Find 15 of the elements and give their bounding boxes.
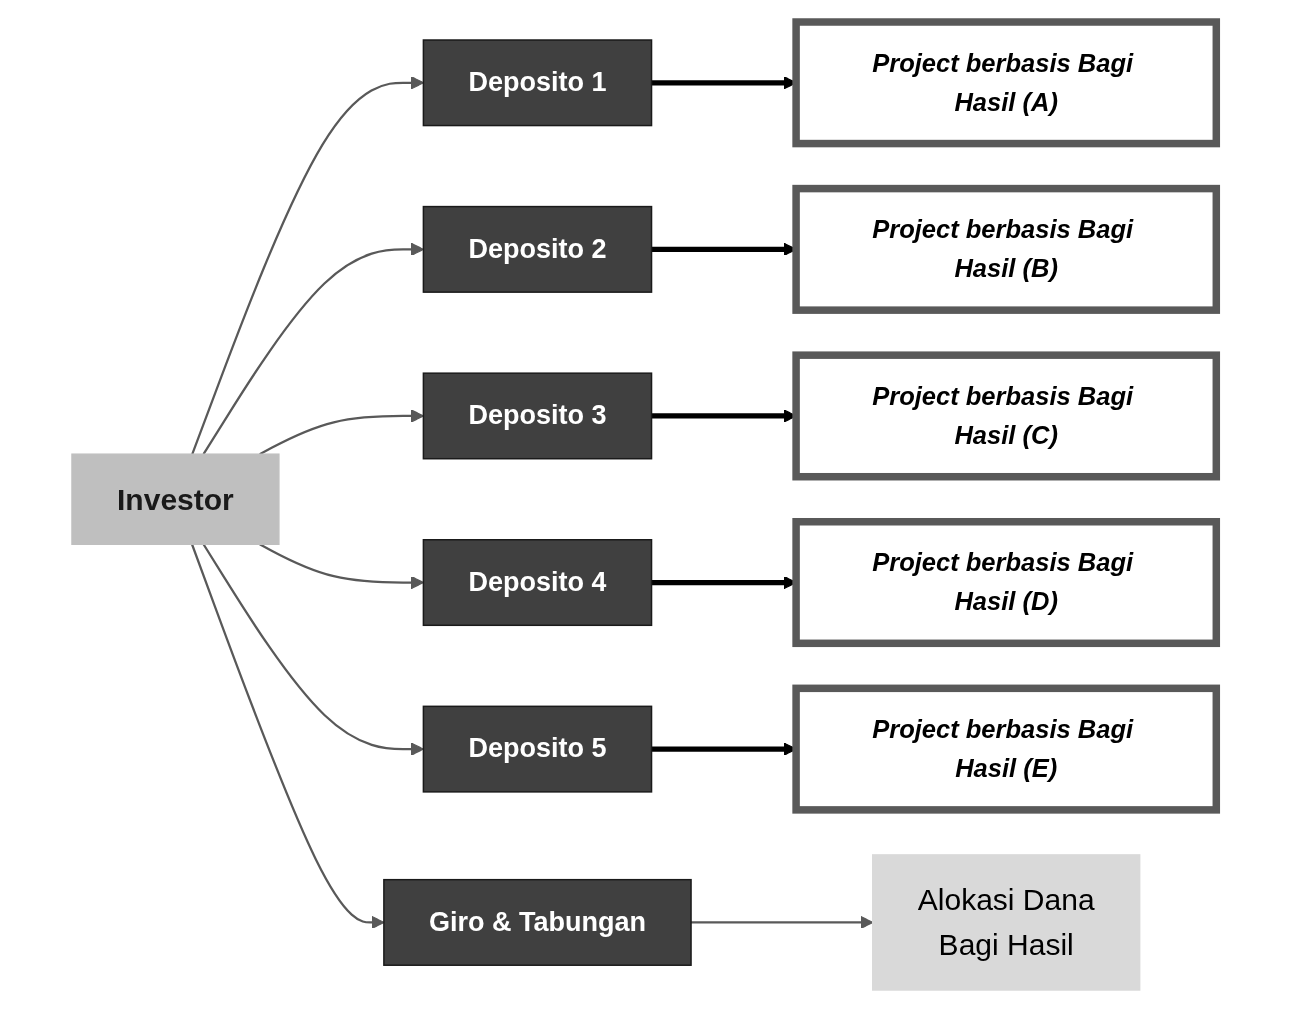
node-box: Deposito 4: [423, 539, 653, 627]
arrow: [191, 543, 385, 930]
node-box: Investor: [71, 453, 280, 545]
node-box: Deposito 2: [423, 205, 653, 293]
node-box: Deposito 3: [423, 372, 653, 460]
node-box: Deposito 1: [423, 39, 653, 127]
node-box: Project berbasis Bagi Hasil (A): [792, 18, 1221, 148]
node-box: Project berbasis Bagi Hasil (C): [792, 351, 1221, 481]
node-box: Project berbasis Bagi Hasil (D): [792, 518, 1221, 648]
node-box: Deposito 5: [423, 705, 653, 793]
node-box: Project berbasis Bagi Hasil (E): [792, 684, 1221, 814]
node-box: Project berbasis Bagi Hasil (B): [792, 184, 1221, 314]
node-box: Giro & Tabungan: [383, 878, 693, 966]
arrow: [691, 915, 874, 930]
node-box: Alokasi Dana Bagi Hasil: [872, 854, 1141, 991]
